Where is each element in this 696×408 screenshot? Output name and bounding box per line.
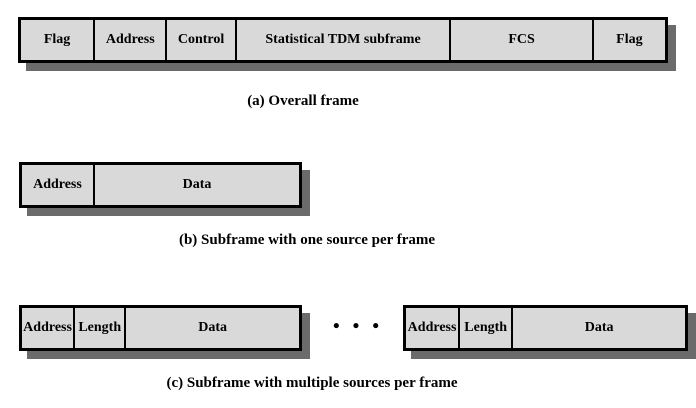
field-data: Data <box>198 320 228 335</box>
field-address: Address <box>95 20 168 60</box>
field-data: Data <box>584 320 614 335</box>
one-source-subframe-box: Address Data <box>19 162 302 208</box>
field-data: Data <box>182 177 212 192</box>
multi-source-subframe-box-2: Address Length Data <box>403 305 688 351</box>
field-fcs: FCS <box>451 20 594 60</box>
ellipsis-dots: ••• <box>333 316 392 337</box>
field-address: Address <box>406 308 461 348</box>
field-statistical-tdm-subframe: Statistical TDM subframe <box>237 20 452 60</box>
overall-frame-box: Flag Address Control Statistical TDM sub… <box>18 17 668 63</box>
caption-overall-frame: (a) Overall frame <box>247 93 359 109</box>
multi-source-subframe-box-1: Address Length Data <box>19 305 302 351</box>
field-flag-end: Flag <box>616 32 643 47</box>
caption-multi-source-subframe: (c) Subframe with multiple sources per f… <box>166 375 458 391</box>
field-length: Length <box>75 308 127 348</box>
field-address: Address <box>22 165 95 205</box>
field-address: Address <box>22 308 76 348</box>
field-length: Length <box>460 308 514 348</box>
caption-one-source-subframe: (b) Subframe with one source per frame <box>178 232 436 248</box>
field-control: Control <box>167 20 237 60</box>
field-flag-start: Flag <box>21 20 96 60</box>
